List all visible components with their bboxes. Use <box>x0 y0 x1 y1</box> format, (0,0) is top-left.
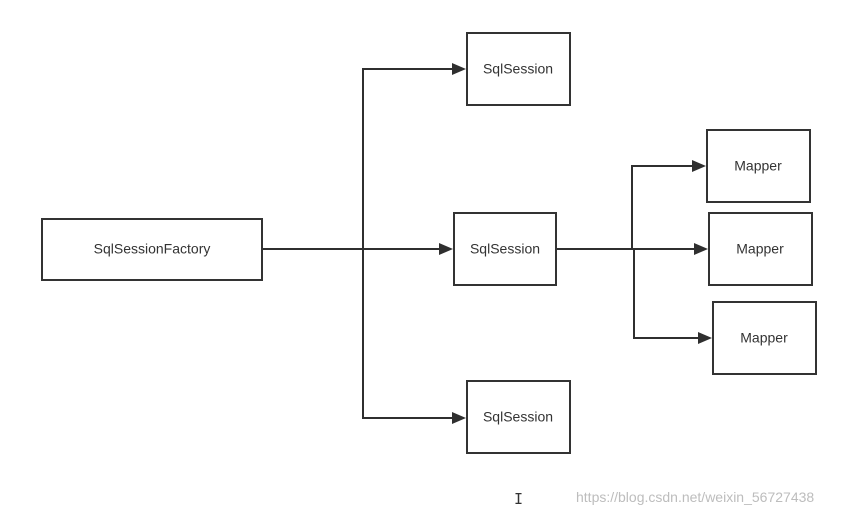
sqlsession-label-bottom: SqlSession <box>483 409 553 425</box>
sqlsession-box-top <box>466 32 571 106</box>
sqlsession-node-top[interactable]: SqlSession <box>466 32 571 106</box>
factory-to-session-edges <box>262 63 466 424</box>
mapper-box-bottom <box>712 301 817 375</box>
arrowhead-mapper-middle <box>694 243 708 255</box>
sqlsession-node-bottom[interactable]: SqlSession <box>466 380 571 454</box>
mapper-label-top: Mapper <box>734 158 782 174</box>
sqlsessionfactory-box <box>41 218 263 281</box>
edge-factory-session-top <box>362 68 454 249</box>
text-cursor-icon: I <box>514 490 524 508</box>
arrowhead-session-middle <box>439 243 453 255</box>
mapper-box-middle <box>708 212 813 286</box>
mapper-label-bottom: Mapper <box>740 330 788 346</box>
sqlsession-node-middle[interactable]: SqlSession <box>453 212 557 286</box>
arrowhead-mapper-bottom <box>698 332 712 344</box>
arrowhead-mapper-top <box>692 160 706 172</box>
sqlsessionfactory-node[interactable]: SqlSessionFactory <box>41 218 263 281</box>
edge-session-mapper-bottom <box>632 248 700 339</box>
mapper-node-bottom[interactable]: Mapper <box>712 301 817 375</box>
mapper-box-top <box>706 129 811 203</box>
arrowhead-session-bottom <box>452 412 466 424</box>
sqlsession-box-middle <box>453 212 557 286</box>
sqlsession-label-top: SqlSession <box>483 61 553 77</box>
sqlsessionfactory-label: SqlSessionFactory <box>94 241 211 257</box>
sqlsession-box-bottom <box>466 380 571 454</box>
edge-factory-session-bottom <box>362 249 454 419</box>
session-to-mapper-edges <box>556 160 712 344</box>
sqlsession-label-middle: SqlSession <box>470 241 540 257</box>
watermark-url: https://blog.csdn.net/weixin_56727438 <box>576 489 815 505</box>
mapper-node-middle[interactable]: Mapper <box>708 212 813 286</box>
edge-session-mapper-top <box>631 165 694 249</box>
mapper-label-middle: Mapper <box>736 241 784 257</box>
arrowhead-session-top <box>452 63 466 75</box>
mapper-node-top[interactable]: Mapper <box>706 129 811 203</box>
